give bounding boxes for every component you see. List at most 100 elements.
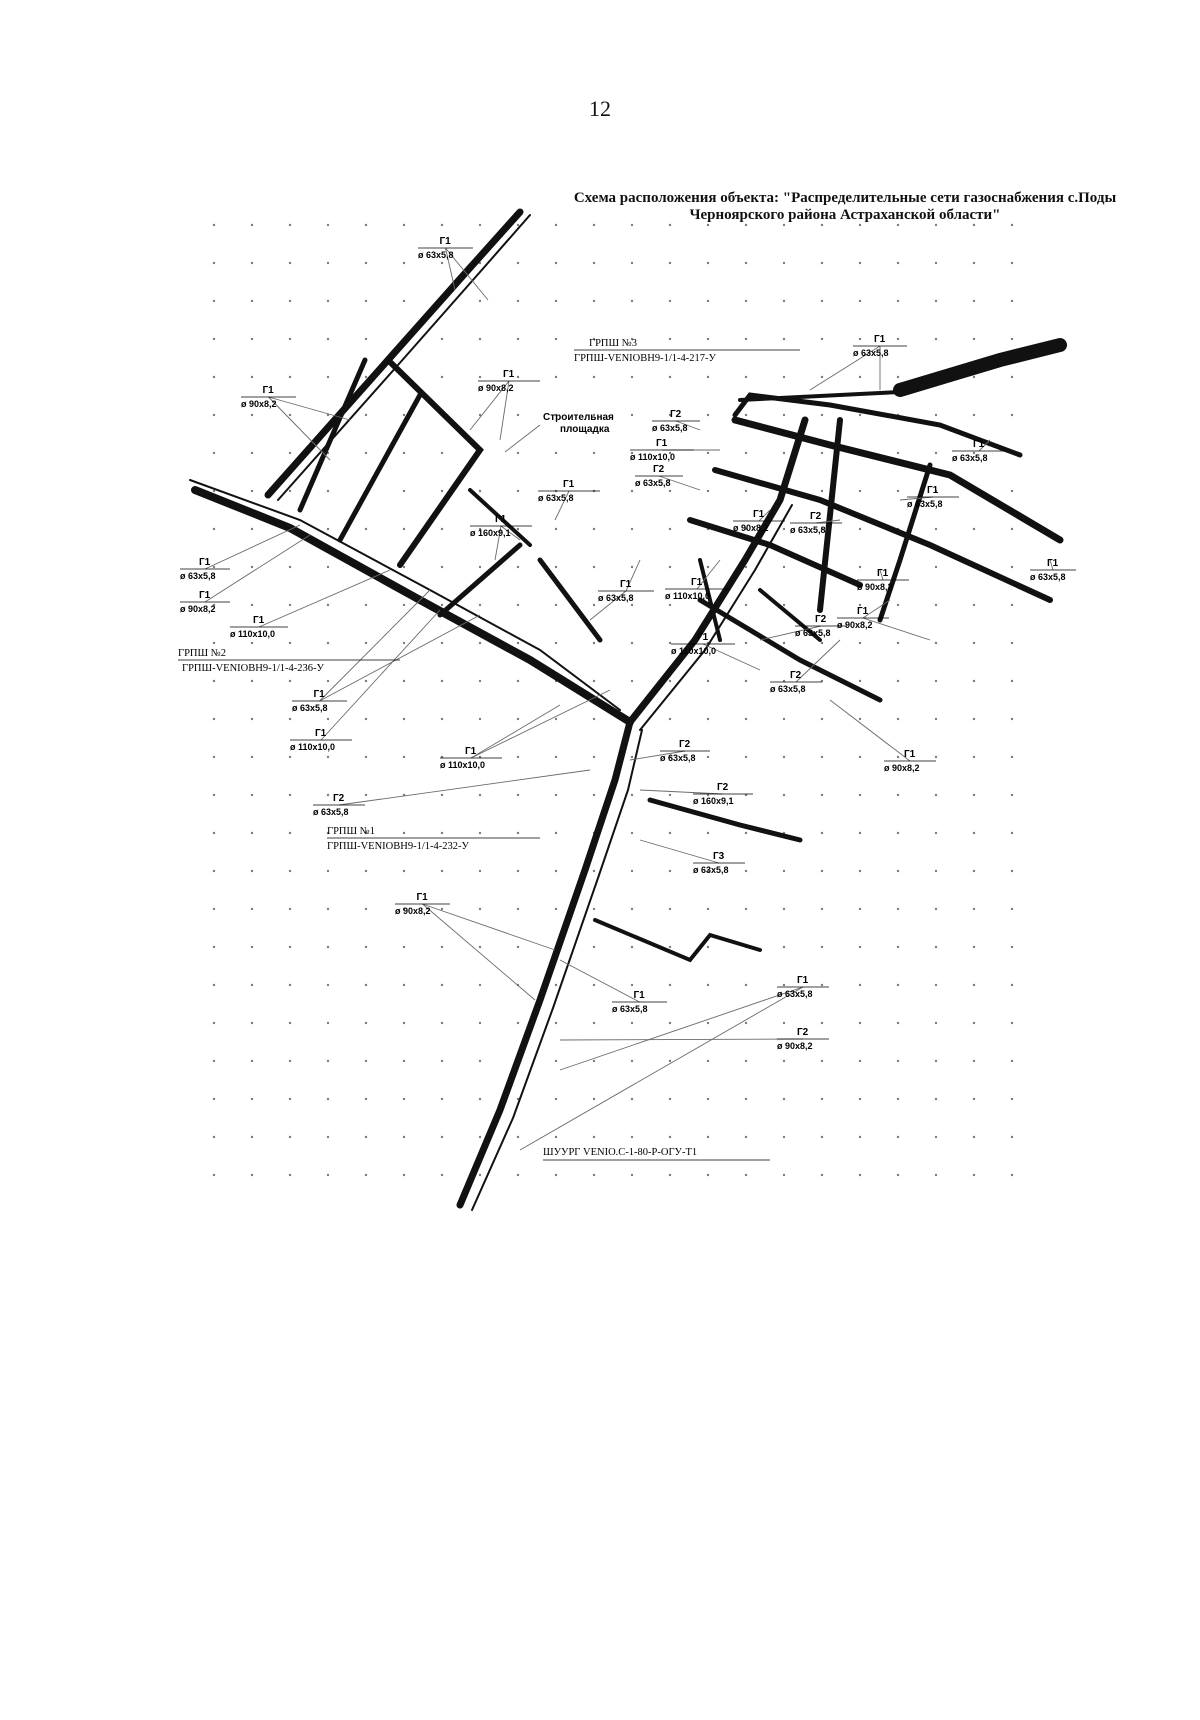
grid-dot xyxy=(782,603,786,607)
pipe-network xyxy=(189,208,1067,1211)
grid-dot xyxy=(972,223,976,227)
site-label-line1: Строительная xyxy=(543,412,614,423)
grid-dot xyxy=(972,945,976,949)
grid-dot xyxy=(250,1173,254,1177)
grid-dot xyxy=(858,413,862,417)
grid-dot xyxy=(326,945,330,949)
grid-dot xyxy=(554,869,558,873)
grid-dot xyxy=(934,793,938,797)
grid-dot xyxy=(1010,983,1014,987)
grid-dot xyxy=(706,451,710,455)
grid-dot xyxy=(212,1059,216,1063)
station-model: ГРПШ-VENIOBH9-1/1-4-217-У xyxy=(574,353,716,364)
grid-dot xyxy=(288,755,292,759)
grid-dot xyxy=(668,907,672,911)
grid-dot xyxy=(820,641,824,645)
grid-dot xyxy=(440,1059,444,1063)
grid-dot xyxy=(972,755,976,759)
scheme-title: Схема расположения объекта: "Распределит… xyxy=(573,190,1117,223)
grid-dot xyxy=(782,1097,786,1101)
grid-dot xyxy=(212,223,216,227)
grid-dot xyxy=(1010,755,1014,759)
grid-dot xyxy=(364,869,368,873)
grid-dot xyxy=(402,1059,406,1063)
grid-dot xyxy=(478,375,482,379)
pipe-label: Г2ø 63х5,8 xyxy=(652,409,700,433)
grid-dot xyxy=(934,1059,938,1063)
grid-dot xyxy=(630,831,634,835)
grid-dot xyxy=(288,451,292,455)
pipe-diameter: ø 63х5,8 xyxy=(853,348,889,358)
grid-dot xyxy=(478,1173,482,1177)
grid-dot xyxy=(250,261,254,265)
grid-dot xyxy=(554,1059,558,1063)
grid-dot xyxy=(364,223,368,227)
grid-dot xyxy=(326,299,330,303)
grid-dot xyxy=(440,983,444,987)
grid-dot xyxy=(212,793,216,797)
grid-dot xyxy=(440,1021,444,1025)
grid-dot xyxy=(402,1135,406,1139)
grid-dot xyxy=(630,945,634,949)
pipe-diameter: ø 90х8,2 xyxy=(837,620,873,630)
grid-dot xyxy=(972,413,976,417)
grid-dot xyxy=(1010,375,1014,379)
grid-dot xyxy=(630,299,634,303)
grid-dot xyxy=(668,717,672,721)
pipe-street xyxy=(297,357,368,513)
grid-dot xyxy=(744,489,748,493)
grid-dot xyxy=(402,1097,406,1101)
grid-dot xyxy=(440,717,444,721)
leader-line xyxy=(559,986,804,1071)
grid-dot xyxy=(250,641,254,645)
grid-dot xyxy=(972,337,976,341)
grid-dot xyxy=(364,413,368,417)
pipe-street xyxy=(277,214,531,501)
pipe-code: Г1 xyxy=(199,590,211,601)
grid-dot xyxy=(668,261,672,265)
grid-dot xyxy=(782,299,786,303)
grid-dot xyxy=(896,489,900,493)
grid-dot xyxy=(402,299,406,303)
pipe-diameter: ø 63х5,8 xyxy=(598,593,634,603)
pipe-code: Г1 xyxy=(495,514,507,525)
grid-dot xyxy=(744,717,748,721)
grid-dot xyxy=(326,489,330,493)
grid-dot xyxy=(516,489,520,493)
grid-dot xyxy=(288,299,292,303)
grid-dot xyxy=(896,983,900,987)
grid-dot xyxy=(440,869,444,873)
pipe-diameter: ø 63х5,8 xyxy=(1030,572,1066,582)
leader-line xyxy=(204,534,311,603)
station-grpsh-1: ГРПШ №1 ГРПШ-VENIOBH9-1/1-4-232-У xyxy=(327,826,540,852)
grid-dot xyxy=(782,565,786,569)
grid-dot xyxy=(782,337,786,341)
leader-line xyxy=(658,475,701,491)
pipe-diameter: ø 110х10,0 xyxy=(671,646,716,656)
grid-dot xyxy=(706,489,710,493)
grid-dot xyxy=(554,1097,558,1101)
grid-dot xyxy=(478,527,482,531)
pipe-street xyxy=(437,542,523,618)
grid-dot xyxy=(478,869,482,873)
grid-dot xyxy=(288,641,292,645)
grid-dot xyxy=(820,1059,824,1063)
grid-dot xyxy=(706,679,710,683)
leader-line xyxy=(862,599,891,619)
grid-dot xyxy=(744,755,748,759)
pipe-street xyxy=(471,729,643,1211)
pipe-diameter: ø 90х8,2 xyxy=(180,604,216,614)
grid-dot xyxy=(364,831,368,835)
leader-line xyxy=(809,345,881,391)
grid-dot xyxy=(972,717,976,721)
grid-dot xyxy=(1010,1135,1014,1139)
grid-dot xyxy=(934,223,938,227)
pipe-code: Г1 xyxy=(263,385,275,396)
grid-dot xyxy=(706,1059,710,1063)
pipe-label: Г1ø 110х10,0 xyxy=(665,577,729,601)
grid-dot xyxy=(744,451,748,455)
leader-line xyxy=(470,704,561,759)
grid-dot xyxy=(630,565,634,569)
grid-dot xyxy=(516,223,520,227)
grid-dot xyxy=(364,907,368,911)
